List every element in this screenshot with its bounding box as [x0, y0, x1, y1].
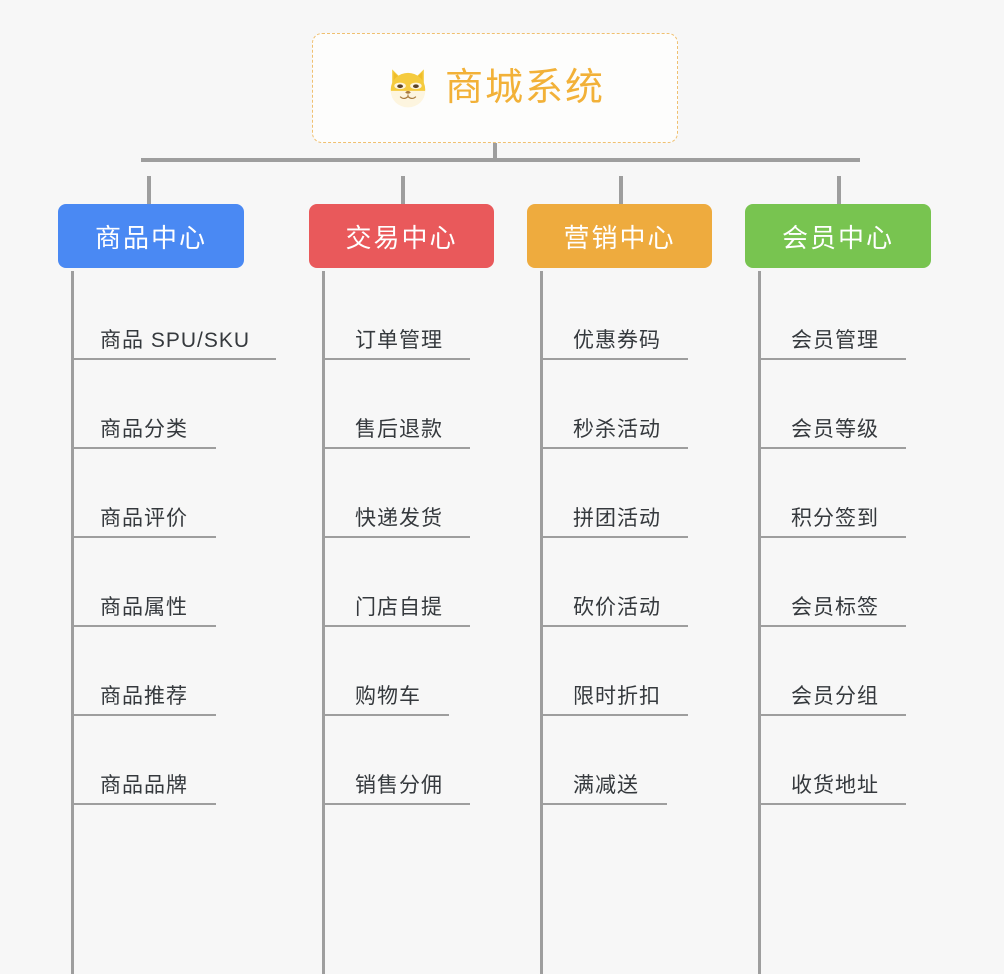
leaf-item-label: 门店自提 — [355, 596, 443, 619]
category-header-0[interactable]: 商品中心 — [58, 204, 244, 268]
leaf-item-rule — [540, 358, 688, 360]
leaf-item-label: 订单管理 — [355, 329, 443, 352]
leaf-item-label: 售后退款 — [355, 418, 443, 441]
leaf-item-rule — [71, 536, 216, 538]
root-stem-connector — [493, 143, 497, 162]
column-trunk-line — [322, 271, 325, 974]
leaf-item-label: 收货地址 — [791, 774, 879, 797]
leaf-item-rule — [758, 803, 906, 805]
column-drop-connector — [401, 176, 405, 204]
leaf-item-label: 积分签到 — [791, 507, 879, 530]
leaf-item-label: 销售分佣 — [355, 774, 443, 797]
leaf-item-rule — [71, 714, 216, 716]
leaf-item-rule — [758, 625, 906, 627]
column-trunk-line — [540, 271, 543, 974]
leaf-item-rule — [71, 803, 216, 805]
leaf-item-rule — [540, 536, 688, 538]
column-trunk-line — [71, 271, 74, 974]
leaf-item-label: 商品 SPU/SKU — [100, 329, 251, 352]
leaf-item-rule — [758, 447, 906, 449]
leaf-item-rule — [322, 714, 449, 716]
category-bus-connector — [141, 158, 860, 162]
column-drop-connector — [619, 176, 623, 204]
leaf-item-label: 秒杀活动 — [573, 418, 661, 441]
category-header-2[interactable]: 营销中心 — [527, 204, 712, 268]
leaf-item-rule — [758, 536, 906, 538]
leaf-item-label: 优惠券码 — [573, 329, 661, 352]
leaf-item-rule — [540, 714, 688, 716]
leaf-item-rule — [540, 625, 688, 627]
leaf-item-rule — [540, 447, 688, 449]
leaf-item-rule — [758, 714, 906, 716]
category-header-3[interactable]: 会员中心 — [745, 204, 931, 268]
leaf-item-rule — [322, 625, 470, 627]
leaf-item-label: 会员等级 — [791, 418, 879, 441]
leaf-item-label: 满减送 — [573, 774, 639, 797]
leaf-item-label: 商品推荐 — [100, 685, 188, 708]
leaf-item-rule — [322, 803, 470, 805]
leaf-item-rule — [540, 803, 667, 805]
leaf-item-rule — [71, 358, 276, 360]
leaf-item-label: 会员标签 — [791, 596, 879, 619]
leaf-item-label: 商品分类 — [100, 418, 188, 441]
leaf-item-rule — [322, 447, 470, 449]
leaf-item-rule — [71, 625, 216, 627]
shiba-dog-face-icon — [385, 65, 431, 111]
leaf-item-label: 会员分组 — [791, 685, 879, 708]
leaf-item-label: 会员管理 — [791, 329, 879, 352]
leaf-item-rule — [758, 358, 906, 360]
leaf-item-label: 拼团活动 — [573, 507, 661, 530]
leaf-item-label: 购物车 — [355, 685, 421, 708]
leaf-item-rule — [71, 447, 216, 449]
leaf-item-label: 快递发货 — [355, 507, 443, 530]
column-drop-connector — [147, 176, 151, 204]
column-drop-connector — [837, 176, 841, 204]
mindmap-canvas: 商城系统 商品中心 商品 SPU/SKU 商品分类商品评价商品属性商品推荐商品品牌… — [58, 33, 931, 974]
root-node[interactable]: 商城系统 — [312, 33, 678, 143]
leaf-item-rule — [322, 358, 470, 360]
leaf-item-label: 商品评价 — [100, 507, 188, 530]
leaf-item-label: 商品品牌 — [100, 774, 188, 797]
category-header-1[interactable]: 交易中心 — [309, 204, 494, 268]
leaf-item-rule — [322, 536, 470, 538]
root-title: 商城系统 — [444, 67, 605, 109]
leaf-item-label: 限时折扣 — [573, 685, 661, 708]
leaf-item-label: 商品属性 — [100, 596, 188, 619]
column-trunk-line — [758, 271, 761, 974]
leaf-item-label: 砍价活动 — [573, 596, 661, 619]
